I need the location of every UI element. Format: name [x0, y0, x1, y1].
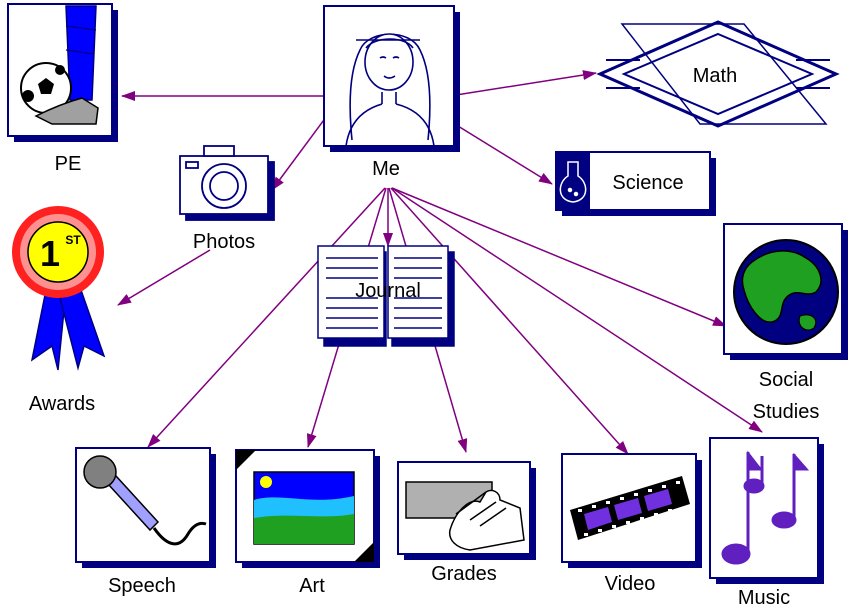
node-social-studies[interactable]: Social Studies: [723, 223, 848, 423]
open-book-icon: [317, 245, 455, 347]
connector-me-music: [391, 187, 763, 433]
photos-label: Photos: [193, 231, 255, 253]
science-label: Science: [612, 172, 683, 194]
connector-me-video: [390, 187, 629, 455]
camera-icon: [179, 145, 275, 221]
awards-label: Awards: [29, 393, 95, 415]
connector-me-speech: [147, 187, 386, 448]
node-math[interactable]: Math: [596, 20, 840, 128]
ribbon-icon: [12, 206, 106, 371]
social-studies-label-line1: Social: [759, 369, 813, 391]
node-awards[interactable]: 1 ST Awards: [12, 206, 106, 415]
node-art[interactable]: Art: [235, 449, 380, 597]
node-grades[interactable]: Grades: [397, 461, 536, 585]
journal-label: Journal: [355, 280, 421, 302]
art-label: Art: [299, 575, 325, 597]
picture-frame-icon: [236, 450, 374, 562]
film-strip-icon: [570, 476, 690, 540]
node-pe[interactable]: PE: [7, 3, 118, 175]
soccer-ball-icon: [20, 5, 99, 125]
music-notes-icon: [721, 450, 810, 565]
connector-photos-awards: [117, 249, 211, 306]
node-science[interactable]: Science: [555, 151, 716, 216]
grades-label: Grades: [431, 563, 497, 585]
speech-label: Speech: [108, 575, 176, 597]
node-video[interactable]: Video: [561, 453, 702, 595]
social-studies-label-line2: Studies: [753, 401, 820, 423]
connector-me-science: [444, 117, 553, 185]
globe-icon: [733, 239, 839, 345]
math-label: Math: [693, 65, 737, 87]
music-label: Music: [738, 587, 790, 609]
node-journal[interactable]: Journal: [317, 245, 455, 347]
girl-portrait-icon: [345, 33, 435, 147]
award-badge-number: 1: [40, 233, 60, 274]
pe-label: PE: [55, 153, 82, 175]
node-speech[interactable]: Speech: [75, 447, 216, 597]
math-diamond-icon: [596, 20, 840, 128]
connector-me-social-studies: [391, 187, 727, 327]
microphone-icon: [83, 455, 207, 546]
video-label: Video: [605, 573, 656, 595]
me-label: Me: [372, 158, 400, 180]
node-music[interactable]: Music: [709, 437, 824, 609]
connector-me-math: [455, 70, 597, 96]
node-me[interactable]: Me: [323, 5, 460, 180]
award-badge-suffix: ST: [65, 233, 81, 247]
node-photos[interactable]: Photos: [179, 145, 275, 253]
hand-button-icon: [405, 481, 525, 551]
